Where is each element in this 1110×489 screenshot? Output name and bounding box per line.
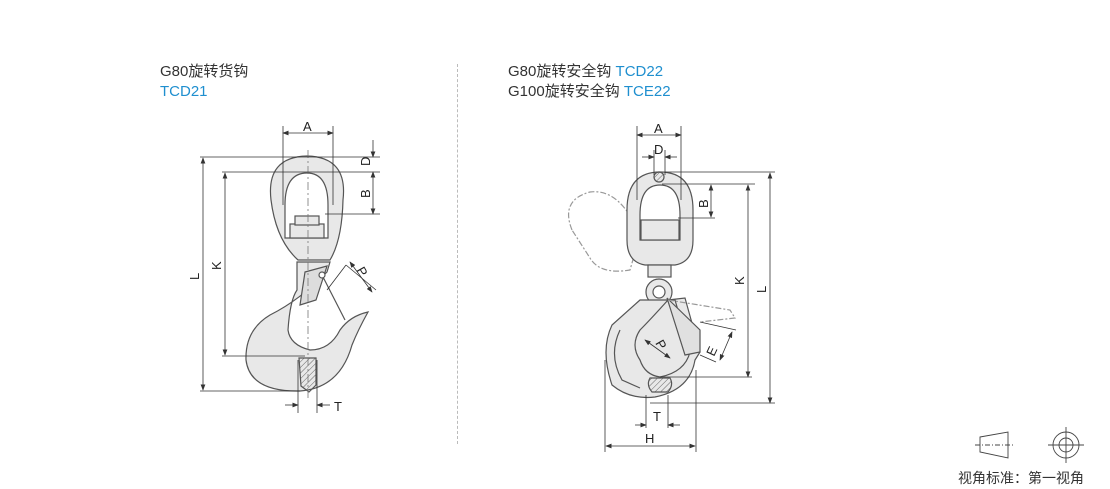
- left-code: TCD21: [160, 83, 208, 100]
- left-dimensions: [200, 126, 380, 413]
- right-title-line1: G80旋转安全钩 TCD22: [508, 62, 663, 82]
- dim-label-T: T: [653, 409, 661, 424]
- right-title-line2: G100旋转安全钩 TCE22: [508, 82, 671, 102]
- swivel-hook-drawing: [245, 150, 370, 400]
- safety-hook-drawing: [568, 171, 737, 399]
- right-code-2: TCE22: [623, 83, 671, 100]
- divider: [457, 64, 458, 444]
- dim-label-D: D: [654, 142, 663, 157]
- dim-label-H: H: [645, 431, 654, 446]
- dim-label-B: B: [696, 199, 711, 208]
- dim-label-L: L: [187, 273, 202, 280]
- right-code-1: TCD22: [615, 63, 664, 80]
- dim-label-K: K: [732, 276, 747, 285]
- dim-label-B: B: [358, 189, 373, 198]
- right-dimensions: [604, 126, 775, 452]
- projection-caption: 视角标准：第一视角: [958, 470, 1084, 486]
- first-angle-projection-icon: [975, 427, 1084, 463]
- dim-label-K: K: [209, 261, 224, 270]
- dim-label-T: T: [334, 399, 342, 414]
- dim-label-L: L: [754, 286, 769, 293]
- dim-label-E: E: [703, 344, 720, 358]
- dim-label-A: A: [303, 119, 312, 134]
- dim-label-A: A: [654, 121, 663, 136]
- left-title: G80旋转货钩: [160, 63, 249, 80]
- dim-label-P: P: [353, 264, 370, 279]
- right-title-2: G100旋转安全钩: [508, 83, 620, 100]
- dim-label-D: D: [358, 157, 373, 166]
- right-title-1: G80旋转安全钩: [508, 63, 612, 80]
